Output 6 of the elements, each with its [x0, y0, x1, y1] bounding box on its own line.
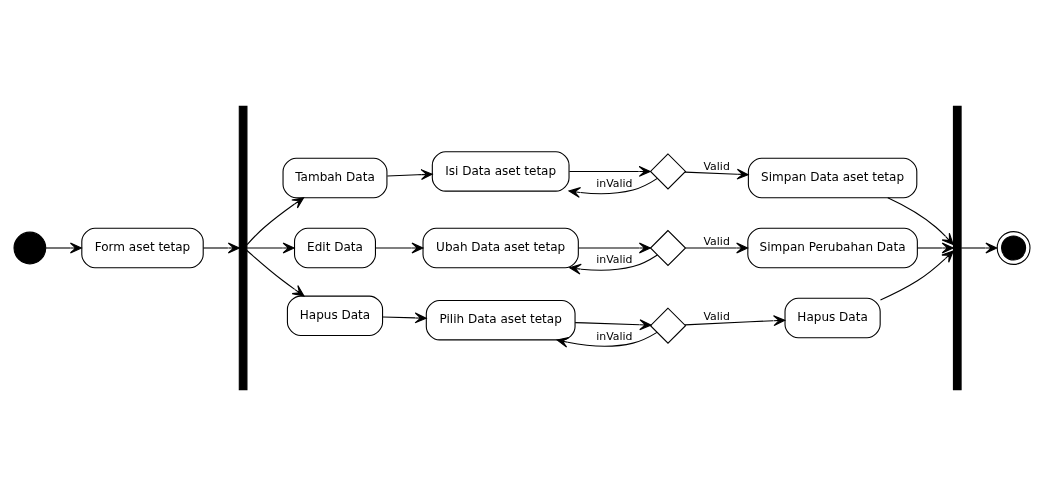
edge-label: inValid — [596, 329, 633, 343]
edge-label: Valid — [703, 234, 730, 248]
edge-label: Valid — [703, 160, 730, 174]
edge-label: inValid — [596, 253, 633, 267]
edge-label: inValid — [596, 176, 633, 190]
edge-label: Valid — [703, 310, 730, 324]
